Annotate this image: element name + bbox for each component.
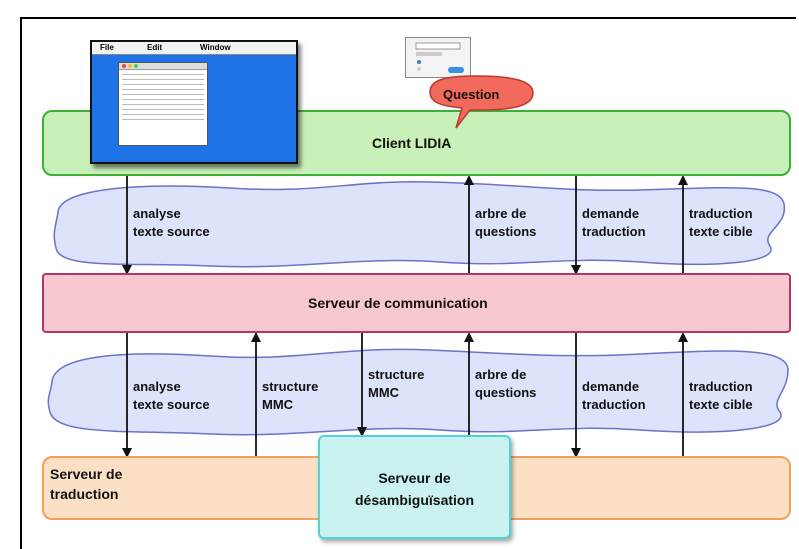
diagram-frame	[20, 17, 796, 549]
question-bubble-text: Question	[443, 87, 500, 102]
upper-label-arbre: arbre de questions	[475, 206, 537, 239]
upper-label-demande: demande traduction	[582, 206, 646, 239]
communication-server-box: Serveur de communication	[42, 273, 791, 333]
lower-label-analyse: analyse texte source	[133, 379, 210, 412]
menu-edit: Edit	[147, 43, 163, 52]
lower-cloud	[47, 348, 789, 436]
upper-label-traduction: traduction texte cible	[689, 206, 753, 239]
dialog-contents-icon	[415, 42, 464, 73]
lower-label-structure-right: structure MMC	[368, 367, 425, 400]
lower-label-traduction: traduction texte cible	[689, 379, 753, 412]
application-window-icon: File Edit Window	[90, 40, 298, 164]
communication-server-label: Serveur de communication	[308, 295, 488, 311]
disambiguation-server-box: Serveur de désambiguïsation	[318, 435, 511, 539]
menu-window: Window	[200, 43, 231, 52]
document-icon	[118, 62, 208, 146]
menu-file: File	[100, 43, 114, 52]
client-lidia-label: Client LIDIA	[372, 135, 452, 151]
disambiguation-server-label: Serveur de désambiguïsation	[354, 470, 475, 508]
window-menubar: File Edit Window	[92, 42, 296, 55]
lower-label-structure-left: structure MMC	[262, 379, 319, 412]
lower-label-arbre: arbre de questions	[475, 367, 537, 400]
lower-label-demande: demande traduction	[582, 379, 646, 412]
dialog-window-icon	[405, 37, 471, 78]
translation-server-label: Serveur de traduction	[50, 466, 123, 502]
upper-cloud	[53, 181, 785, 268]
upper-label-analyse: analyse texte source	[133, 206, 210, 239]
